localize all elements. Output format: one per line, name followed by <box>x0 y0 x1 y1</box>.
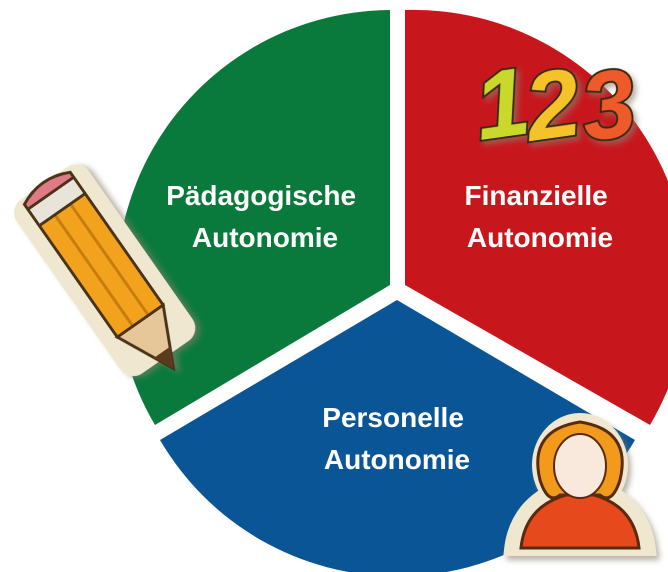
label-personell: Personelle Autonomie <box>322 402 471 475</box>
label-personell-line2: Autonomie <box>324 444 470 475</box>
segment-finanziell <box>405 9 668 425</box>
numbers-123-icon: 1 2 3 <box>466 45 644 164</box>
label-personell-line1: Personelle <box>322 402 464 433</box>
segment-personell <box>160 300 635 572</box>
pencil-icon <box>14 164 196 377</box>
label-paedagogisch-line2: Autonomie <box>192 222 338 253</box>
label-paedagogisch-line1: Pädagogische <box>166 180 356 211</box>
label-finanziell-line2: Autonomie <box>467 222 613 253</box>
label-finanziell: Finanzielle Autonomie <box>465 180 616 253</box>
label-paedagogisch: Pädagogische Autonomie <box>166 180 364 253</box>
label-finanziell-line1: Finanzielle <box>465 180 608 211</box>
person-icon <box>503 413 657 556</box>
